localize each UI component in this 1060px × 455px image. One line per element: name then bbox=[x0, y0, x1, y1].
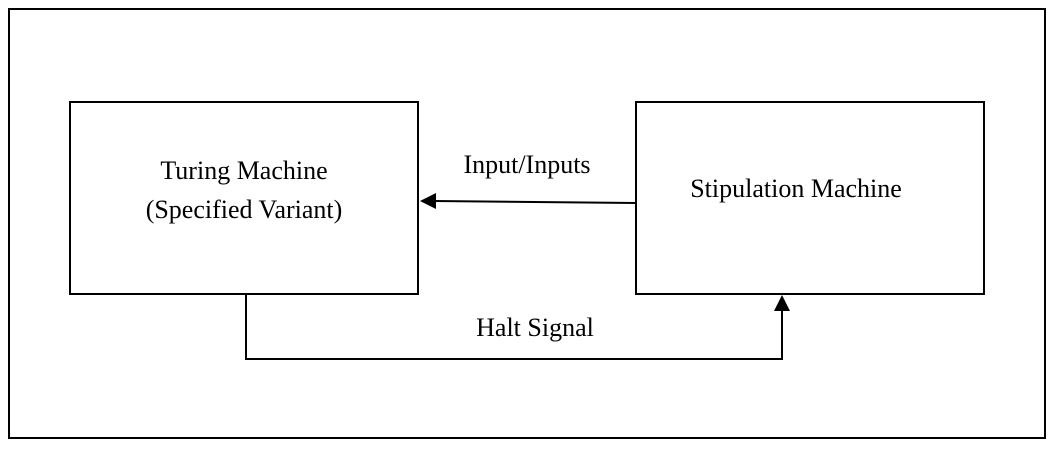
halt-arrowhead bbox=[774, 295, 790, 311]
stipulation-machine-node: Stipulation Machine bbox=[635, 101, 985, 295]
stipulation-machine-box bbox=[635, 101, 985, 295]
halt-edge: Halt Signal bbox=[245, 294, 790, 360]
turing-machine-variant: (Specified Variant) bbox=[146, 195, 343, 224]
input-arrow-line bbox=[433, 200, 637, 204]
turing-machine-box bbox=[69, 101, 419, 295]
input-edge: Input/Inputs bbox=[420, 150, 637, 209]
halt-edge-label: Halt Signal bbox=[476, 313, 594, 342]
turing-machine-node: Turing Machine (Specified Variant) bbox=[69, 101, 419, 295]
turing-machine-title: Turing Machine bbox=[160, 156, 327, 185]
stipulation-machine-title: Stipulation Machine bbox=[690, 174, 902, 203]
input-edge-label: Input/Inputs bbox=[463, 150, 590, 179]
input-arrowhead bbox=[420, 193, 436, 209]
halt-arrow-line bbox=[245, 294, 783, 360]
